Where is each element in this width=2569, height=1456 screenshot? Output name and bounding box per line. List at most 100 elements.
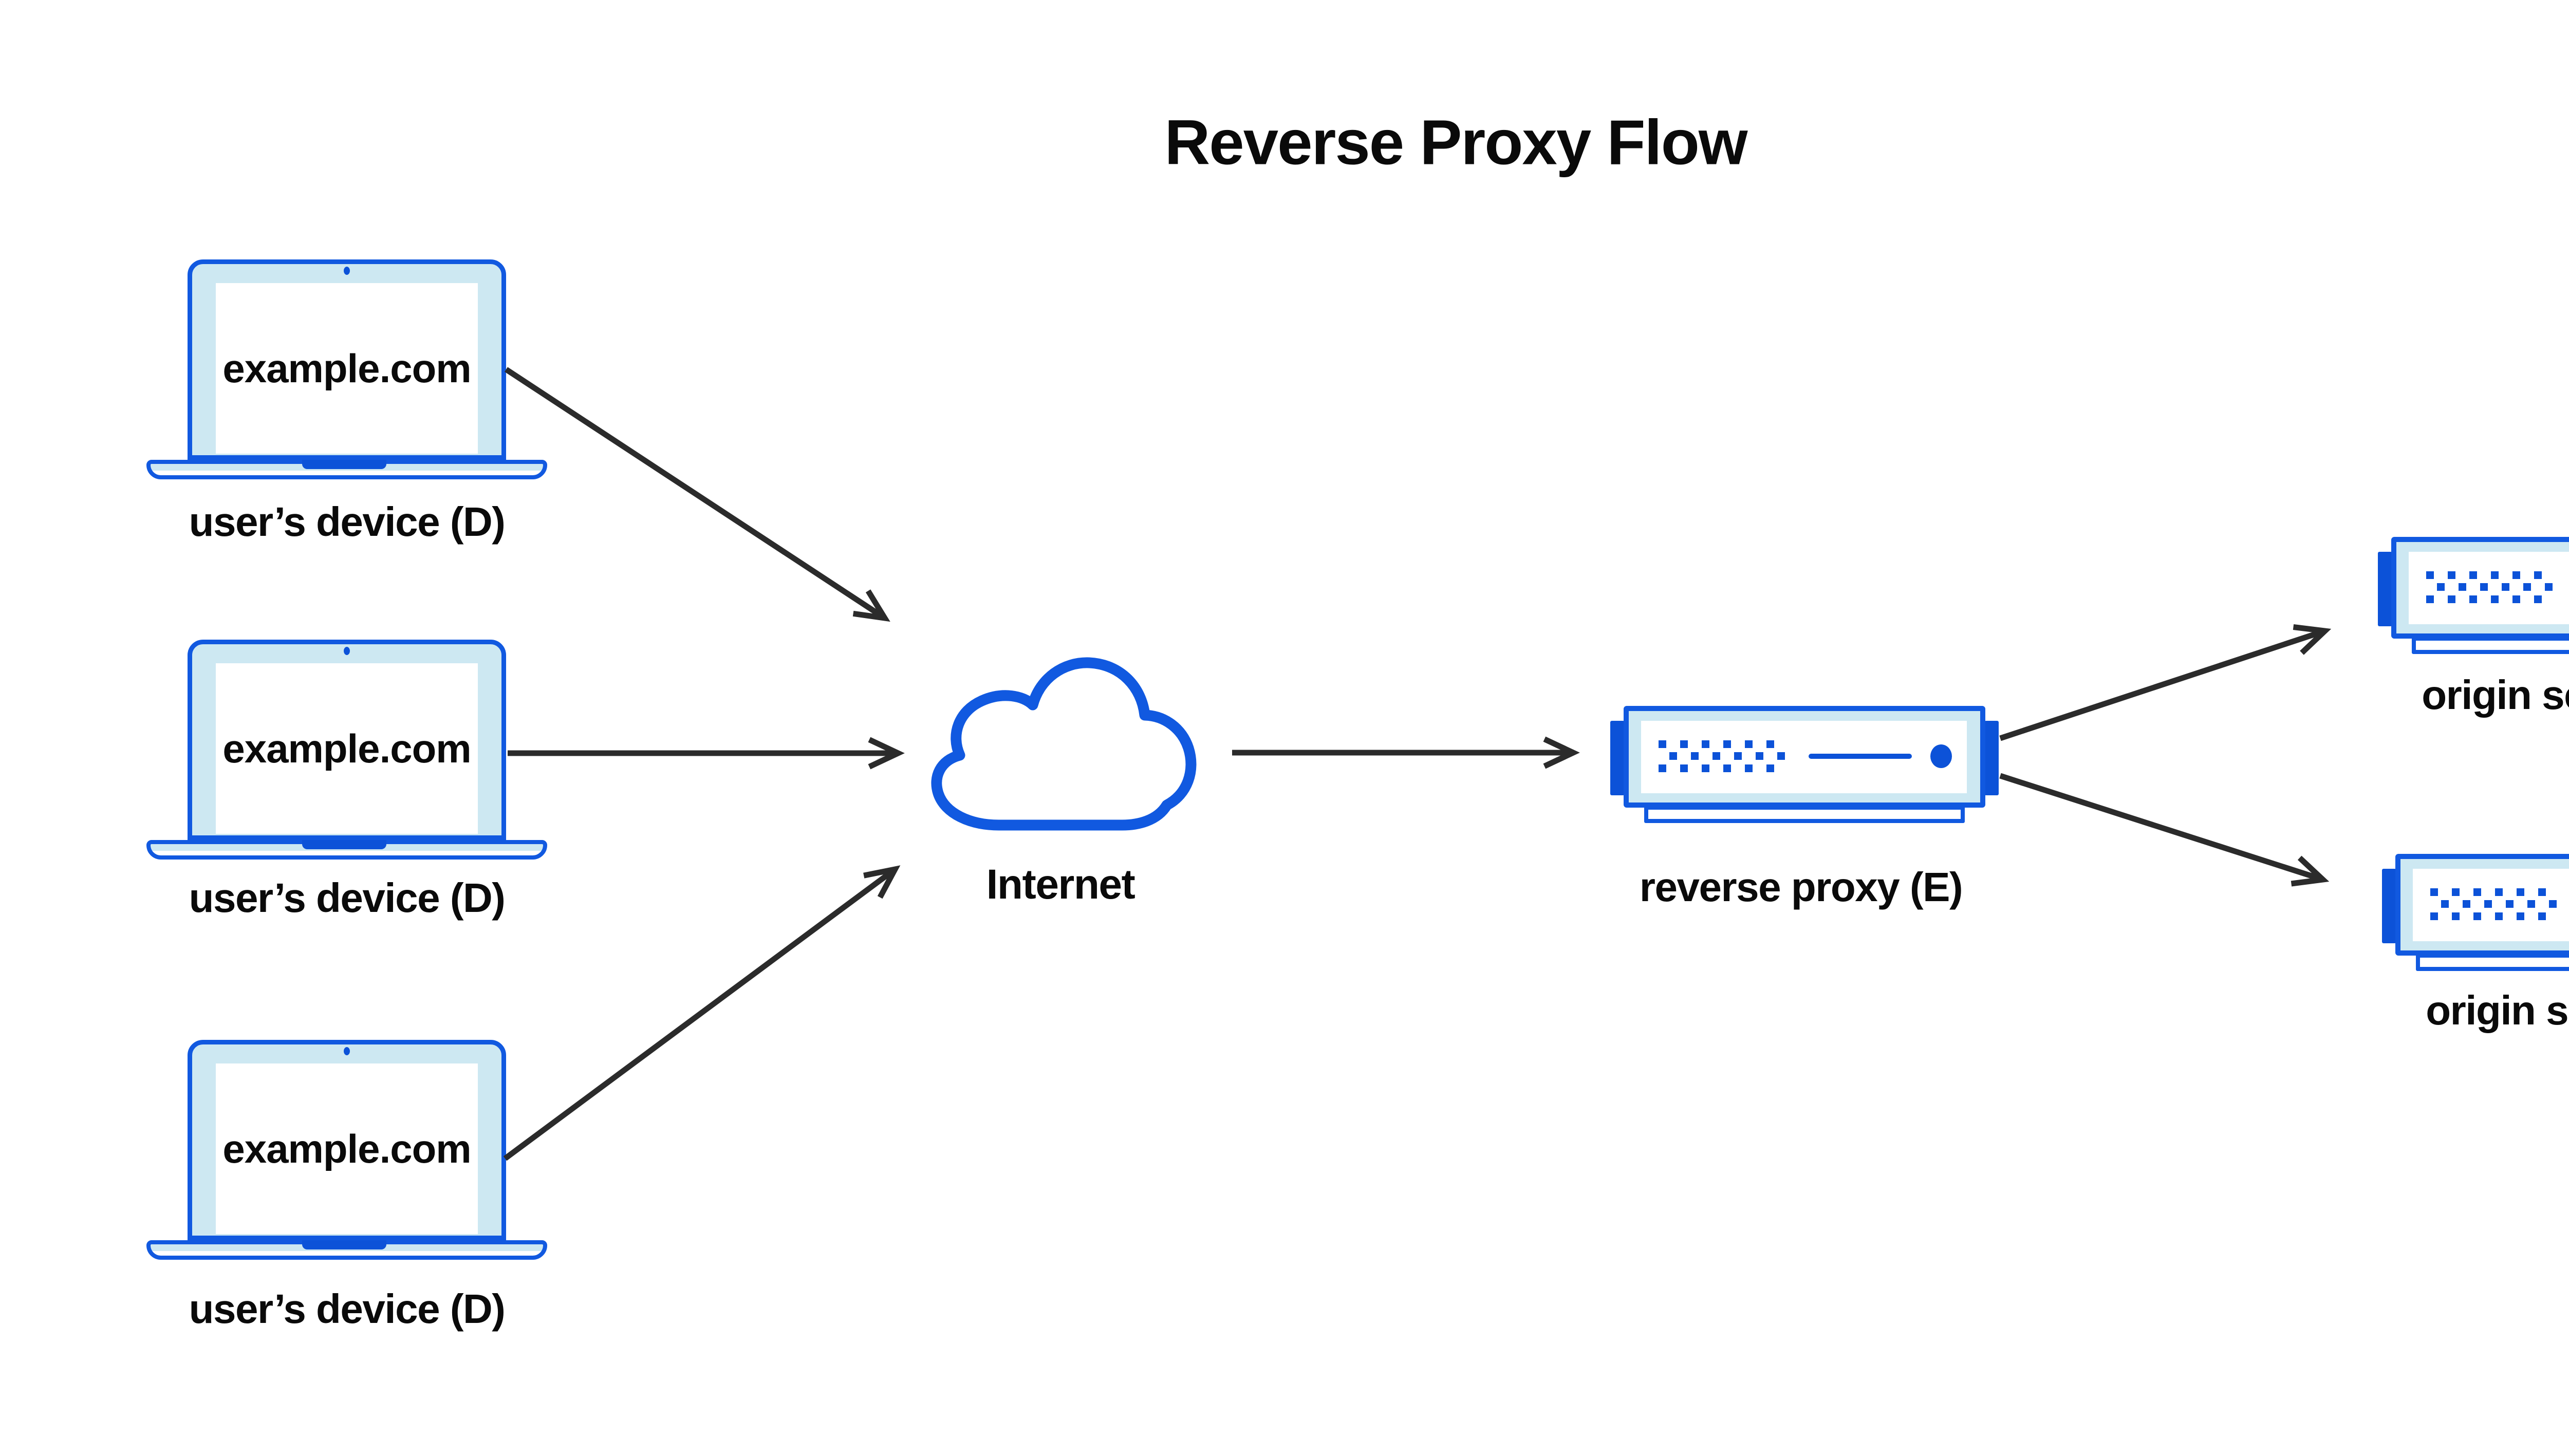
server-vent-dot (2448, 595, 2455, 603)
server-side-tab (1610, 721, 1625, 795)
server-vent-dot (1691, 752, 1699, 760)
server-vent-dot (1766, 764, 1774, 772)
server-led (1930, 744, 1952, 768)
laptop-hinge-notch (302, 1240, 386, 1249)
arrow-device2-to-internet (508, 737, 905, 770)
server-side-tab (1984, 721, 1999, 795)
server-vent-dot (2448, 571, 2455, 579)
server-vent-dot (2506, 900, 2514, 908)
origin-server-1-icon (2378, 537, 2569, 660)
server-vent-dot (2491, 595, 2499, 603)
origin-server-2-icon (2382, 854, 2569, 977)
server-vent-dot (2452, 888, 2460, 896)
server-vent-dot (2517, 912, 2524, 920)
device-label-1: user’s device (D) (189, 499, 506, 545)
server-vent-dot (2502, 583, 2509, 591)
server-side-tab (2382, 869, 2396, 943)
laptop-screen: example.com (216, 1063, 478, 1234)
server-vent-dot (1734, 752, 1742, 760)
server-vent-dot (2523, 583, 2531, 591)
server-vent-dot (2538, 888, 2546, 896)
server-vent-dot (2527, 900, 2535, 908)
arrow-device1-to-internet (504, 367, 890, 622)
arrow-proxy-to-origin1 (1999, 624, 2332, 741)
origin-server-label-2: origin server (F) (2426, 987, 2569, 1033)
server-vent-dot (1669, 752, 1677, 760)
user-device-3: example.com (144, 1040, 550, 1261)
server-vent-dot (2512, 571, 2520, 579)
server-vent-dot (2430, 888, 2438, 896)
origin-server-label-1: origin server (F) (2422, 672, 2569, 718)
server-vent-dot (2473, 888, 2481, 896)
server-face (1641, 721, 1967, 793)
laptop-camera-dot (344, 647, 350, 655)
server-vent-dot (1702, 764, 1709, 772)
server-vent-dot (2441, 900, 2449, 908)
server-face (2413, 869, 2569, 941)
server-vent-dot (1766, 740, 1774, 748)
server-vent-dot (2480, 583, 2488, 591)
arrow-device3-to-internet (503, 865, 901, 1161)
server-vent-dot (1777, 752, 1785, 760)
server-vent-dot (2469, 595, 2477, 603)
laptop-hinge-notch (302, 840, 386, 849)
server-vent-dot (2545, 583, 2553, 591)
server-tray (2412, 637, 2569, 654)
server-vent-dot (2463, 900, 2470, 908)
server-tray (2416, 954, 2569, 971)
laptop-camera-dot (344, 267, 350, 275)
user-device-2: example.com (144, 640, 550, 861)
server-vent-dot (2534, 571, 2542, 579)
browser-url-text: example.com (222, 345, 471, 391)
server-vent-dot (2495, 888, 2503, 896)
server-vent-dot (2473, 912, 2481, 920)
server-vent-dot (2495, 912, 2503, 920)
internet-label: Internet (986, 861, 1135, 908)
server-vent-dot (2426, 595, 2434, 603)
server-vent-dot (2538, 912, 2546, 920)
server-vent-dot (1659, 740, 1666, 748)
diagram-title: Reverse Proxy Flow (1164, 107, 1747, 178)
server-vent-dot (2437, 583, 2445, 591)
server-vent-dot (2534, 595, 2542, 603)
browser-url-text: example.com (222, 1126, 471, 1171)
server-side-tab (2378, 552, 2392, 626)
reverse-proxy-icon (1610, 706, 2001, 829)
server-vent-dot (2459, 583, 2466, 591)
server-vent-dot (1680, 764, 1688, 772)
server-vent-dot (1723, 740, 1731, 748)
server-vent-dot (2452, 912, 2460, 920)
server-vent-dot (2484, 900, 2492, 908)
user-device-1: example.com (144, 259, 550, 480)
reverse-proxy-label: reverse proxy (E) (1639, 864, 1963, 910)
arrow-internet-to-proxy (1232, 736, 1580, 769)
laptop-screen: example.com (216, 283, 478, 454)
server-vent-dot (1712, 752, 1720, 760)
server-vent-dot (1723, 764, 1731, 772)
server-vent-dot (1756, 752, 1763, 760)
server-vent-dot (2549, 900, 2557, 908)
browser-url-text: example.com (222, 725, 471, 771)
server-vent-dot (2426, 571, 2434, 579)
server-vent-dot (2430, 912, 2438, 920)
server-status-line (1809, 754, 1912, 759)
laptop-hinge-notch (302, 460, 386, 469)
server-vent-dot (2469, 571, 2477, 579)
server-tray (1644, 806, 1965, 823)
internet-cloud-icon (931, 657, 1197, 831)
device-label-3: user’s device (D) (189, 1286, 506, 1332)
server-vent-dot (1659, 764, 1666, 772)
server-vent-dot (2491, 571, 2499, 579)
server-vent-dot (1702, 740, 1709, 748)
server-face (2409, 552, 2569, 624)
server-vent-dot (1745, 740, 1753, 748)
arrow-proxy-to-origin2 (1999, 773, 2330, 887)
server-vent-dot (1680, 740, 1688, 748)
laptop-screen: example.com (216, 663, 478, 834)
server-vent-dot (1745, 764, 1753, 772)
server-vent-dot (2512, 595, 2520, 603)
device-label-2: user’s device (D) (189, 875, 506, 921)
laptop-camera-dot (344, 1047, 350, 1055)
